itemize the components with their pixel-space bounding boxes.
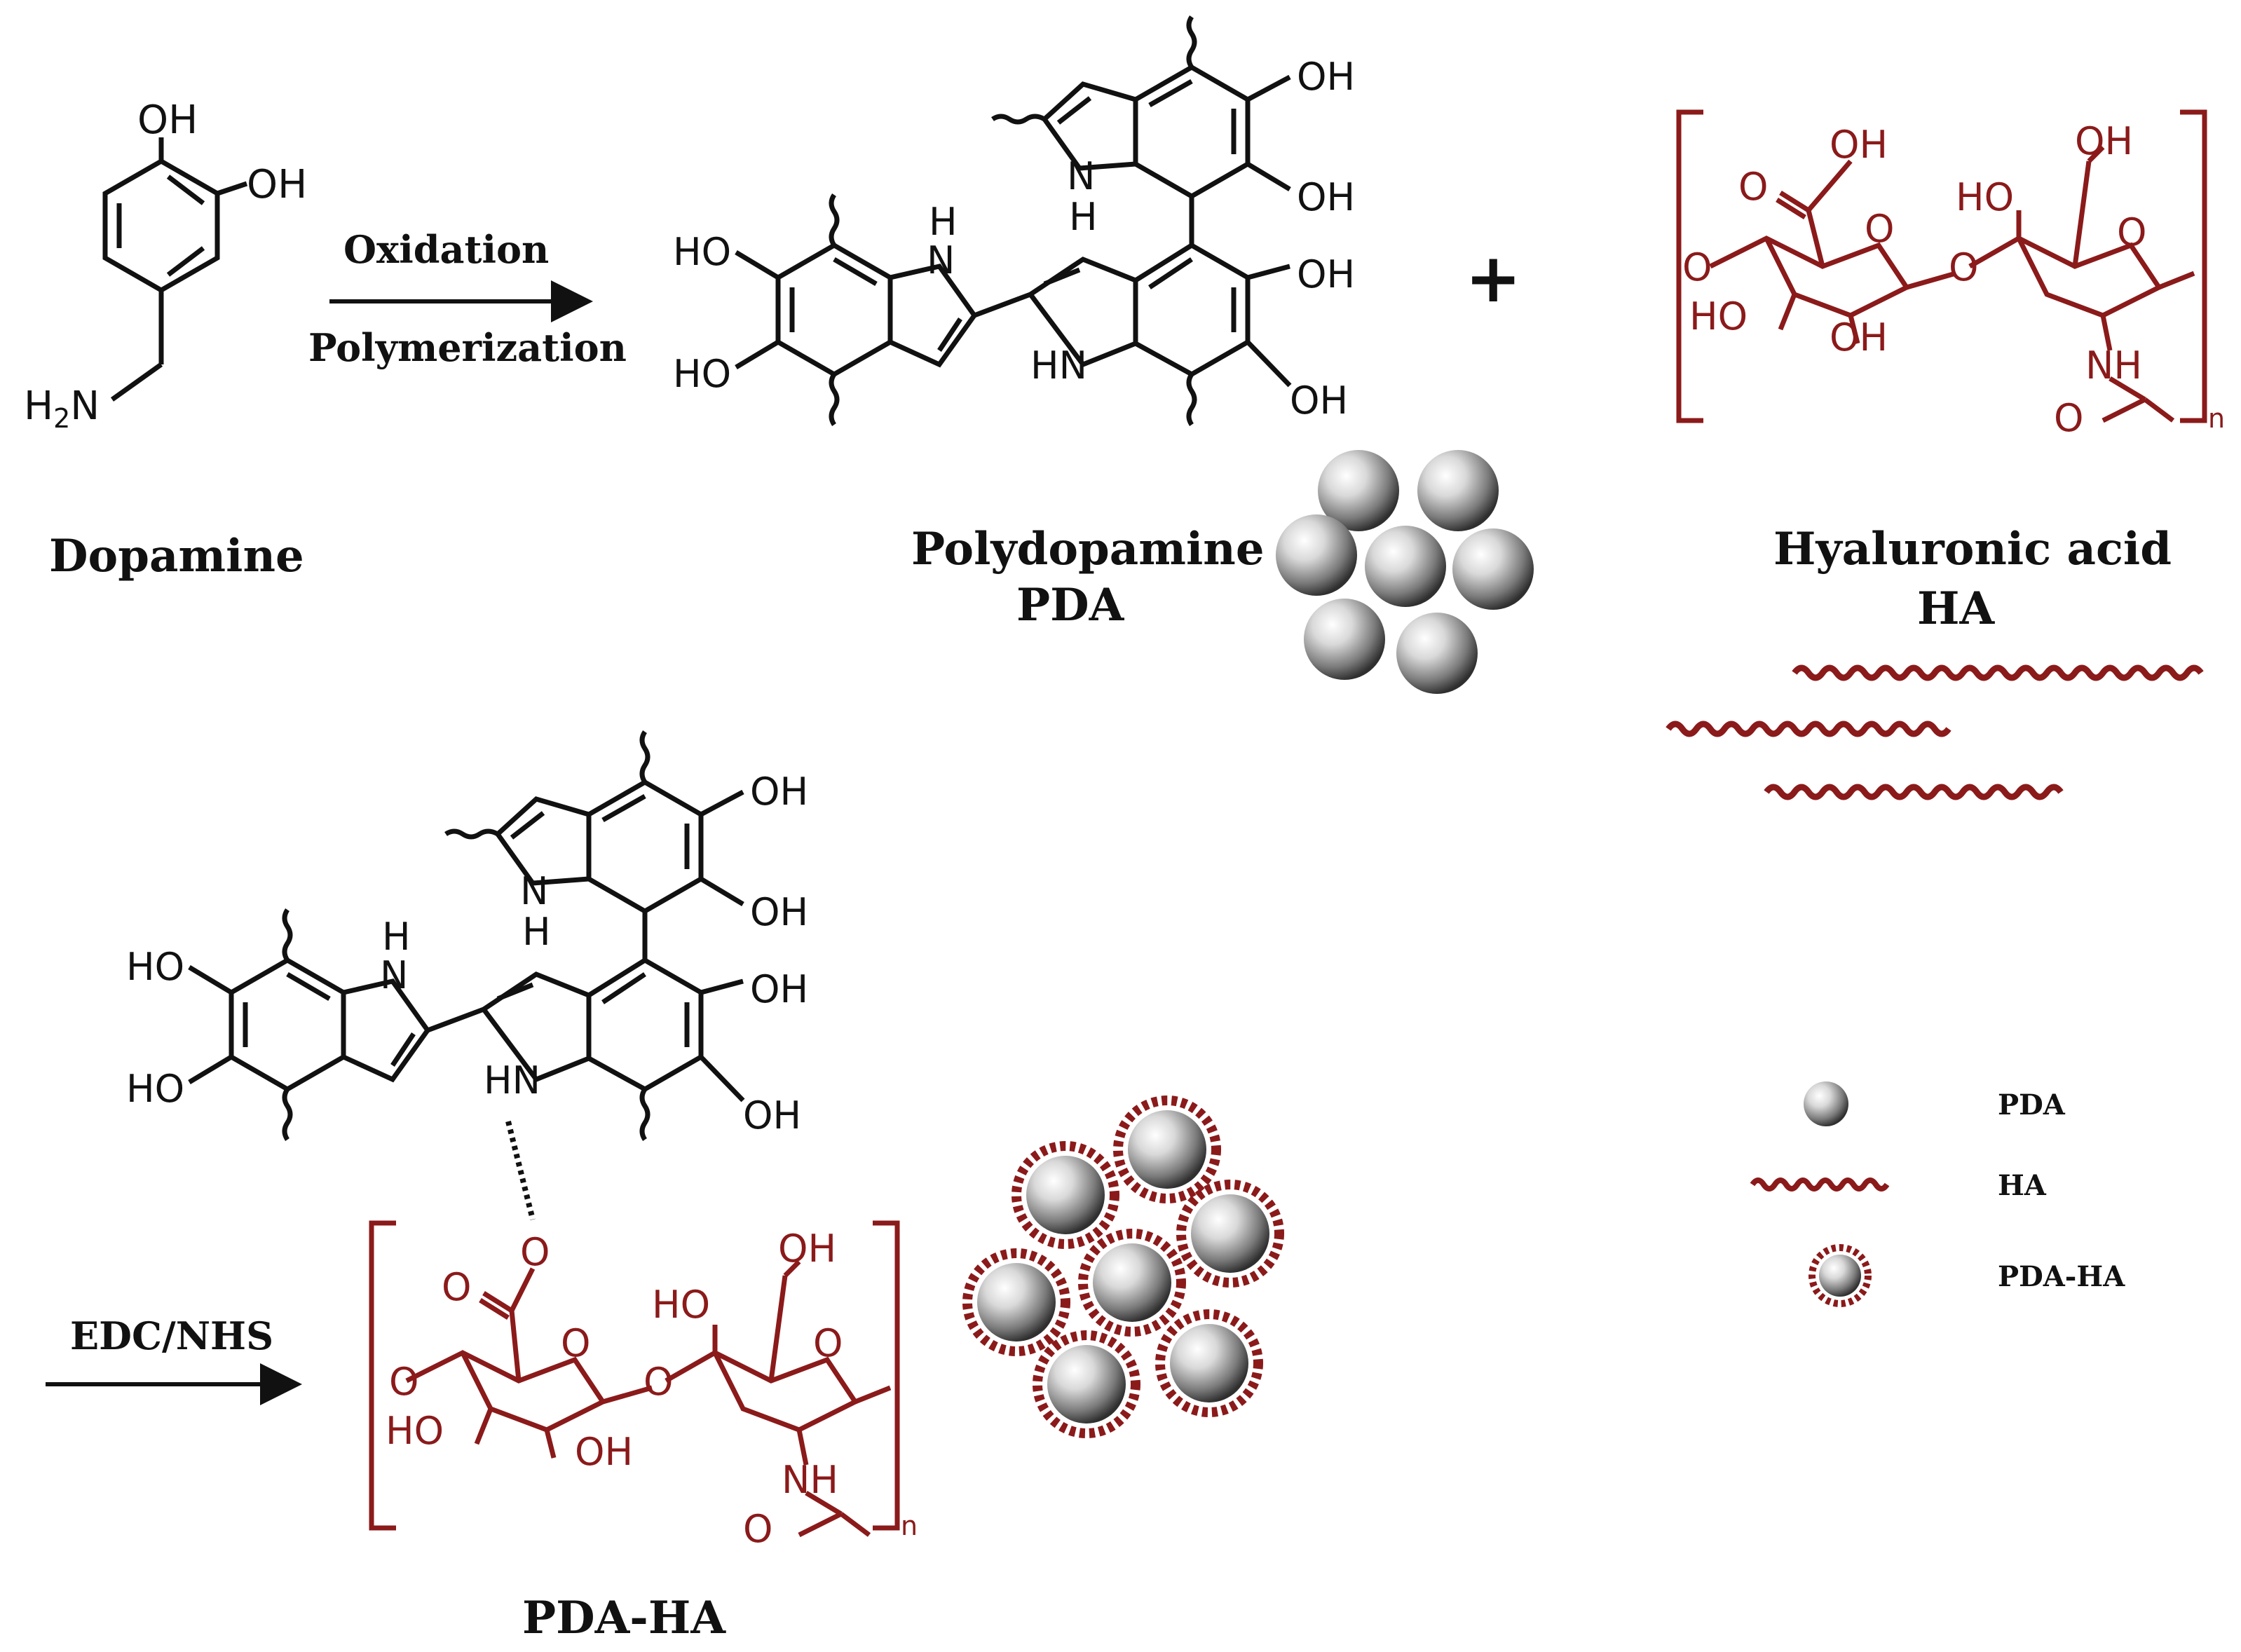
- coated-sphere: [1155, 1309, 1263, 1417]
- edc-nhs-label: EDC/NHS: [70, 1313, 273, 1358]
- pda-hn-1: HN: [1030, 343, 1087, 388]
- ha-o-ring-1: O: [1865, 207, 1895, 251]
- ha-oh-2: OH: [1830, 315, 1888, 360]
- legend-label-pda-ha: PDA-HA: [1998, 1260, 2125, 1293]
- pda-sphere: [1417, 450, 1499, 531]
- pda-label: PDA: [1016, 579, 1125, 632]
- coated-sphere: [962, 1248, 1070, 1356]
- ha-o-left: O: [1682, 245, 1712, 289]
- coated-sphere: [1033, 1330, 1140, 1438]
- ha-o-amide-1: O: [2054, 396, 2084, 440]
- coated-sphere: [1113, 1095, 1221, 1203]
- pda-ha-hn-1: HN: [484, 1058, 540, 1103]
- pda-ha-oh-5: OH: [575, 1430, 633, 1474]
- ha-chain: [1764, 784, 2064, 800]
- pda-sphere: [1365, 526, 1446, 607]
- pda-n-1: N: [927, 238, 955, 282]
- dopamine-h2n: H2N: [24, 383, 100, 434]
- pda-ha-ho-1: HO: [126, 945, 184, 989]
- pda-ha-ho-4: HO: [652, 1283, 710, 1327]
- pda-ha-oh-1: OH: [750, 770, 808, 814]
- coated-sphere: [1078, 1229, 1186, 1337]
- pda-ha-oh-4: OH: [743, 1093, 801, 1138]
- dopamine-oh-top: OH: [137, 97, 198, 143]
- pda-n-2: N: [1067, 154, 1095, 198]
- pda-ha-o-amide: O: [743, 1507, 773, 1551]
- pda-ha-ha-structure: [369, 1220, 900, 1538]
- pda-ha-pda-structure: [188, 730, 745, 1220]
- ha-structure: [1676, 109, 2207, 423]
- ha-oh-1: OH: [1830, 123, 1888, 167]
- pda-sphere: [1318, 450, 1399, 531]
- coated-sphere: [1176, 1180, 1284, 1288]
- ha-chain: [1666, 721, 1951, 737]
- ha-chain: [1792, 664, 2204, 681]
- coated-sphere-icon: [1809, 1244, 1872, 1307]
- legend-label-ha: HA: [1998, 1169, 2047, 1202]
- pda-ha-sphere-cluster: [962, 1095, 1284, 1438]
- pda-ha-oh-2: OH: [750, 890, 808, 934]
- plus-sign: +: [1465, 239, 1521, 318]
- legend-label-pda: PDA: [1998, 1088, 2066, 1121]
- wavy-chain-icon: [1750, 1177, 1890, 1192]
- pda-ha-nh: NH: [782, 1458, 838, 1502]
- pda-ha-ho-2: HO: [126, 1067, 184, 1111]
- pda-ha-label: PDA-HA: [522, 1592, 726, 1644]
- pda-ha-oh-6: OH: [778, 1227, 836, 1271]
- ha-o-ring-2: O: [2117, 210, 2147, 254]
- ha-ho-2: HO: [1956, 175, 2014, 219]
- dopamine-oh-right: OH: [247, 162, 307, 207]
- pda-structure: [735, 15, 1292, 426]
- pda-ha-n-1: N: [380, 953, 408, 997]
- pda-ho-1: HO: [673, 230, 731, 274]
- pda-ha-o-ring-1: O: [561, 1321, 591, 1365]
- ha-n-subscript-1: n: [2208, 403, 2225, 434]
- pda-ha-oh-3: OH: [750, 967, 808, 1011]
- ha-nh-1: NH: [2085, 343, 2142, 388]
- pda-h-2: H: [1069, 195, 1098, 239]
- pda-oh-1: OH: [1297, 55, 1355, 99]
- dopamine-label: Dopamine: [49, 530, 304, 582]
- pda-ha-o-ester: O: [520, 1230, 550, 1274]
- sphere-icon: [1804, 1081, 1848, 1126]
- pda-sphere: [1304, 599, 1385, 680]
- pda-ha-o-carbonyl: O: [442, 1265, 472, 1309]
- ha-label: HA: [1917, 582, 1995, 635]
- ha-o-link: O: [1949, 245, 1979, 289]
- pda-ha-o-ring-2: O: [813, 1321, 843, 1365]
- pda-ha-n-subscript: n: [901, 1510, 918, 1541]
- pda-ha-h-2: H: [522, 910, 551, 954]
- oxidation-label: Oxidation: [343, 227, 549, 272]
- polydopamine-label: Polydopamine: [911, 523, 1265, 575]
- pda-sphere: [1452, 528, 1534, 610]
- pda-oh-3: OH: [1297, 252, 1355, 296]
- pda-oh-4: OH: [1290, 378, 1348, 423]
- hyaluronic-acid-label: Hyaluronic acid: [1773, 523, 2172, 575]
- pda-ha-n-2: N: [520, 869, 548, 913]
- ha-ho-1: HO: [1689, 294, 1748, 339]
- pda-sphere-cluster: [1276, 450, 1534, 694]
- pda-oh-2: OH: [1297, 175, 1355, 219]
- ha-chain-group: [1666, 664, 2204, 800]
- pda-ha-ho-3: HO: [386, 1409, 444, 1453]
- legend: PDA HA PDA-HA: [1750, 1081, 2125, 1307]
- pda-ha-o-link: O: [643, 1360, 674, 1404]
- pda-ho-2: HO: [673, 352, 731, 396]
- coated-sphere: [1011, 1141, 1119, 1249]
- pda-h-1: H: [929, 200, 958, 244]
- polymerization-label: Polymerization: [308, 325, 627, 370]
- pda-sphere: [1396, 613, 1478, 694]
- pda-ha-o-left: O: [389, 1360, 419, 1404]
- pda-ha-h-1: H: [382, 915, 411, 959]
- ha-o-1: O: [1738, 165, 1769, 209]
- ha-oh-3: OH: [2075, 119, 2133, 163]
- pda-sphere: [1276, 514, 1357, 596]
- dopamine-structure: [102, 137, 248, 402]
